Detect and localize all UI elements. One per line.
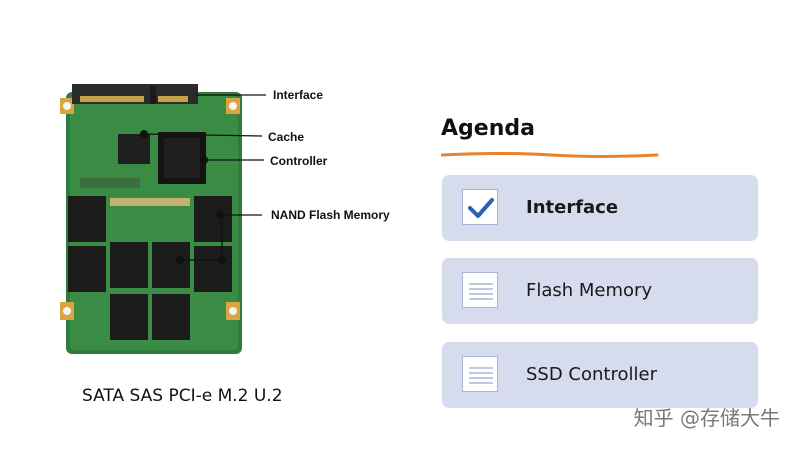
checkbox: [462, 356, 498, 392]
callout-dot-cache: [140, 130, 148, 138]
nand-chip: [110, 294, 148, 340]
watermark: 知乎 @存储大牛: [633, 406, 780, 430]
nand-chip: [194, 196, 232, 242]
callout-dot-controller: [200, 156, 208, 164]
checkbox: [462, 189, 498, 225]
agenda-item-interface[interactable]: Interface: [442, 175, 758, 241]
agenda-underline: [441, 152, 659, 158]
callout-dot-nand-2: [218, 256, 226, 264]
nand-chip: [68, 196, 106, 242]
checkmark-icon: [468, 198, 494, 218]
checkbox: [462, 272, 498, 308]
callout-dot-nand: [216, 211, 224, 219]
agenda-item-label: Interface: [526, 197, 619, 218]
agenda-item-label: Flash Memory: [526, 280, 653, 301]
nand-chip: [152, 242, 190, 288]
list-lines-icon: [469, 367, 493, 384]
nand-chips: [68, 196, 232, 340]
callout-controller: Controller: [270, 154, 328, 168]
nand-chip: [194, 246, 232, 292]
callout-dot-nand-3: [176, 256, 184, 264]
callout-interface: Interface: [273, 88, 324, 102]
agenda-item-ssd-controller[interactable]: SSD Controller: [442, 342, 758, 408]
interface-types-caption: SATA SAS PCI-e M.2 U.2: [82, 386, 283, 406]
nand-chip: [110, 242, 148, 288]
nand-chip: [68, 246, 106, 292]
nand-chip: [152, 294, 190, 340]
list-lines-icon: [469, 283, 493, 300]
agenda-item-flash-memory[interactable]: Flash Memory: [442, 258, 758, 324]
callout-cache: Cache: [268, 130, 305, 144]
agenda-title: Agenda: [441, 116, 535, 141]
callout-line-cache: [143, 133, 263, 137]
agenda-item-label: SSD Controller: [526, 364, 657, 385]
cache-chip: [118, 134, 150, 164]
callout-nand: NAND Flash Memory: [271, 208, 390, 222]
